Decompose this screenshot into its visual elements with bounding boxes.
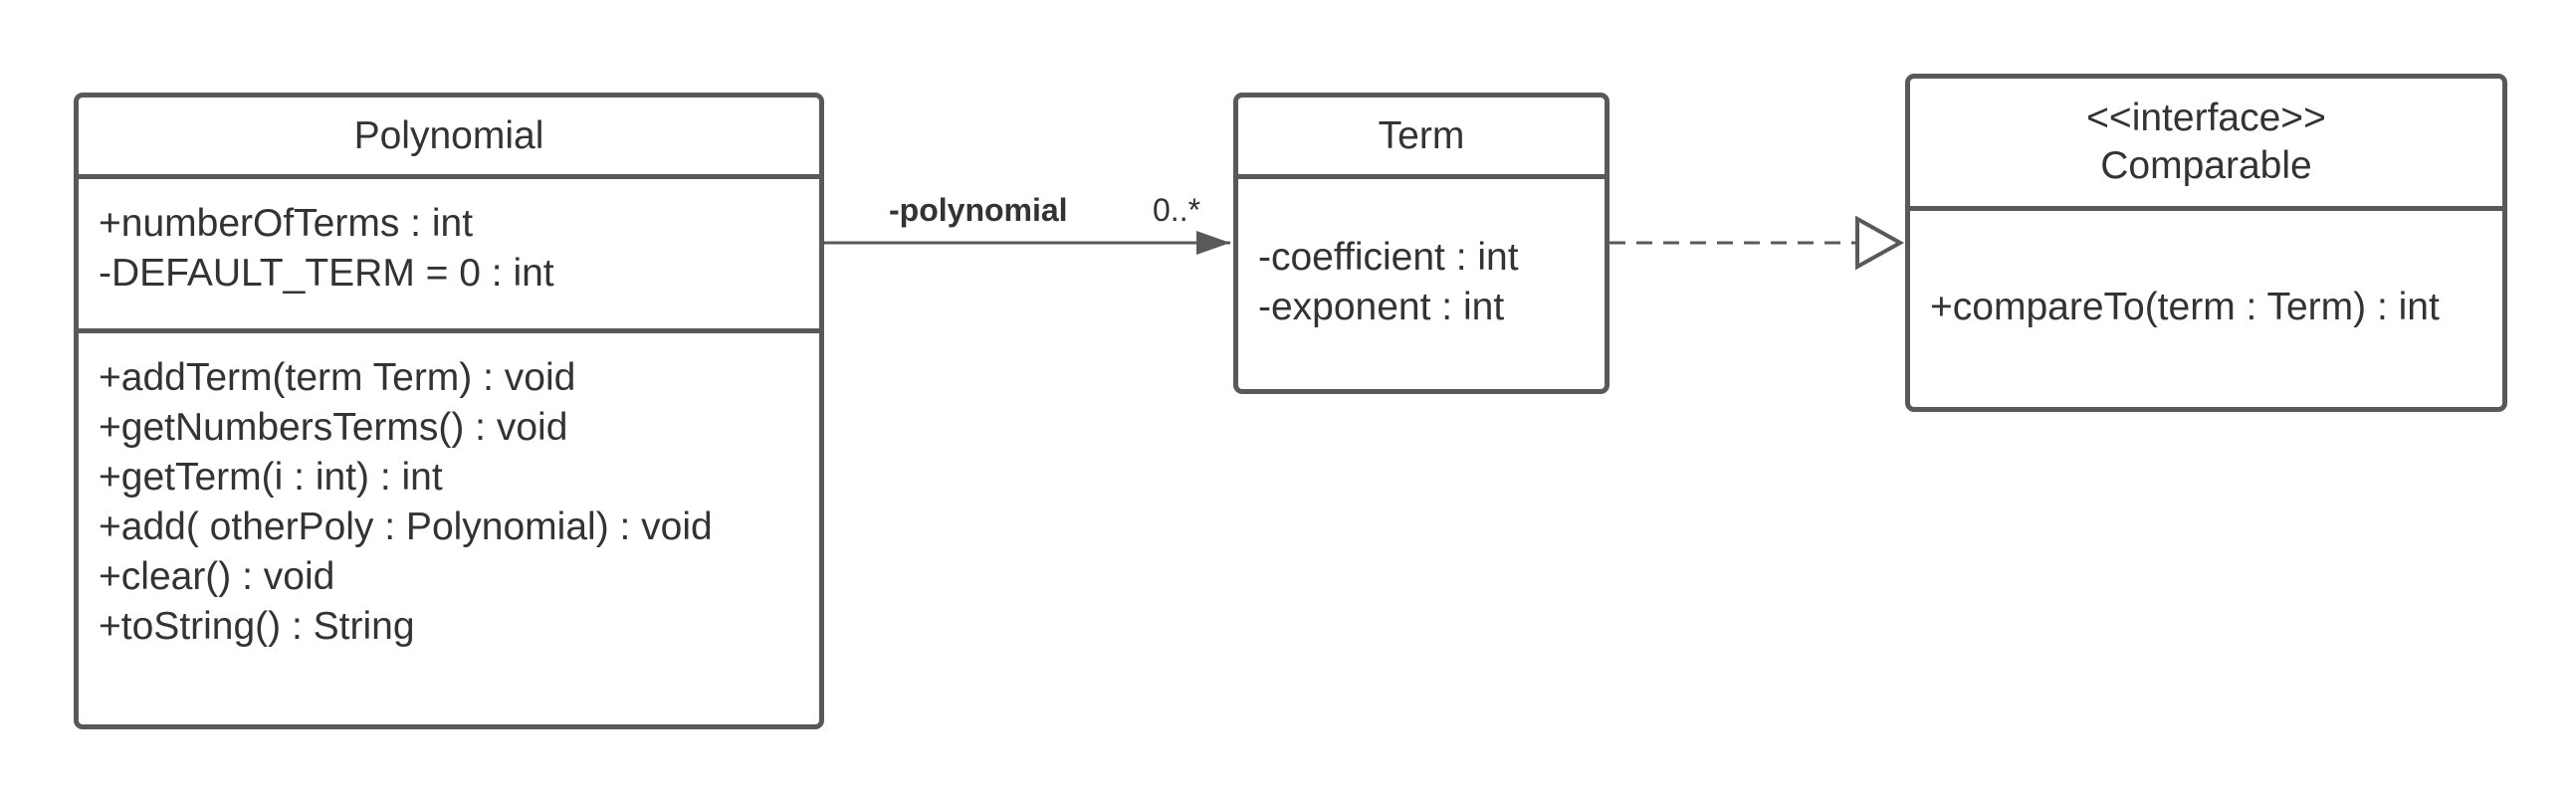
operation: +clear() : void xyxy=(99,555,335,598)
class-polynomial-attributes: +numberOfTerms : int -DEFAULT_TERM = 0 :… xyxy=(79,179,819,333)
realization-hollow-triangle-icon xyxy=(1855,215,1905,271)
attribute: -DEFAULT_TERM = 0 : int xyxy=(99,252,554,295)
interface-comparable-name: Comparable xyxy=(2100,144,2312,187)
association-role-label: -polynomial xyxy=(889,192,1068,228)
operation: +addTerm(term Term) : void xyxy=(99,356,576,399)
class-term-header: Term xyxy=(1238,98,1605,179)
operation: +toString() : String xyxy=(99,605,415,648)
association-multiplicity-label: 0..* xyxy=(1153,192,1201,228)
class-polynomial-operations: +addTerm(term Term) : void +getNumbersTe… xyxy=(79,333,819,724)
class-term-name: Term xyxy=(1378,113,1465,157)
class-polynomial-header: Polynomial xyxy=(79,98,819,179)
attribute: -exponent : int xyxy=(1258,286,1505,328)
interface-stereotype: <<interface>> xyxy=(2086,97,2326,139)
operation: +add( otherPoly : Polynomial) : void xyxy=(99,505,713,548)
attribute: +numberOfTerms : int xyxy=(99,202,474,245)
interface-comparable-operations: +compareTo(term : Term) : int xyxy=(1910,211,2502,407)
operation: +getTerm(i : int) : int xyxy=(99,456,443,499)
interface-comparable[interactable]: <<interface>> Comparable +compareTo(term… xyxy=(1905,74,2507,412)
class-polynomial-name: Polynomial xyxy=(353,113,544,157)
interface-comparable-header: <<interface>> Comparable xyxy=(1910,79,2502,211)
operation: +compareTo(term : Term) : int xyxy=(1930,286,2440,328)
class-term-attributes: -coefficient : int -exponent : int xyxy=(1238,179,1605,389)
class-term[interactable]: Term -coefficient : int -exponent : int xyxy=(1233,93,1610,394)
operation: +getNumbersTerms() : void xyxy=(99,406,568,449)
attribute: -coefficient : int xyxy=(1258,236,1519,279)
class-polynomial[interactable]: Polynomial +numberOfTerms : int -DEFAULT… xyxy=(74,93,824,729)
realization-connector[interactable] xyxy=(1610,215,1905,271)
